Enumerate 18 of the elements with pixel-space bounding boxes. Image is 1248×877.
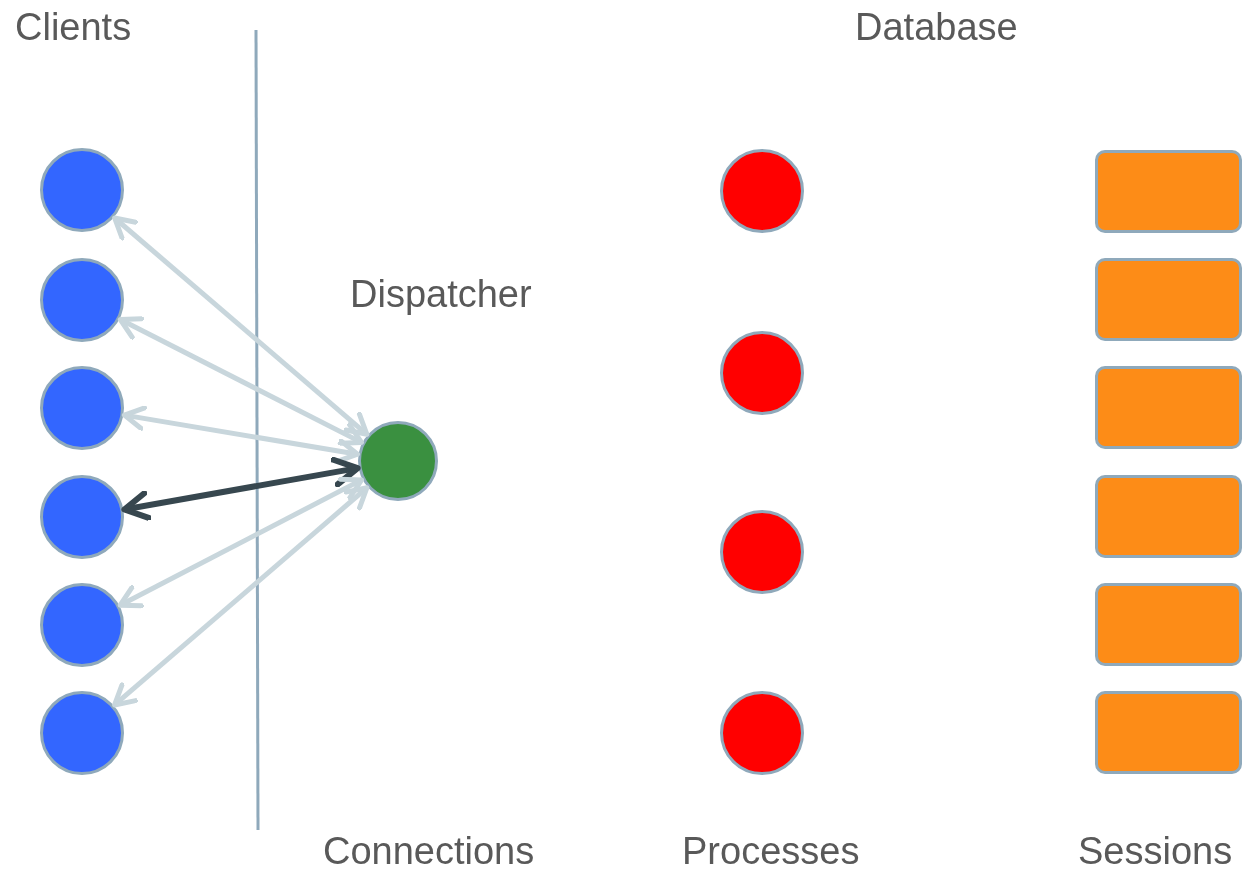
arrow [117, 316, 364, 446]
session-box [1095, 258, 1242, 341]
session-box [1095, 475, 1242, 558]
arrow [117, 476, 365, 609]
session-box [1095, 691, 1242, 774]
arrow [112, 215, 370, 437]
session-box [1095, 150, 1242, 233]
arrow [121, 405, 361, 464]
section-label: Connections [323, 832, 535, 870]
session-box [1095, 366, 1242, 449]
section-label: Database [855, 8, 1018, 46]
section-label: Clients [15, 8, 132, 46]
session-box [1095, 583, 1242, 666]
arrow [121, 456, 361, 521]
arrow [112, 485, 370, 708]
node-label: Dispatcher [350, 275, 532, 313]
section-label: Processes [682, 832, 860, 870]
section-label: Sessions [1078, 832, 1233, 870]
